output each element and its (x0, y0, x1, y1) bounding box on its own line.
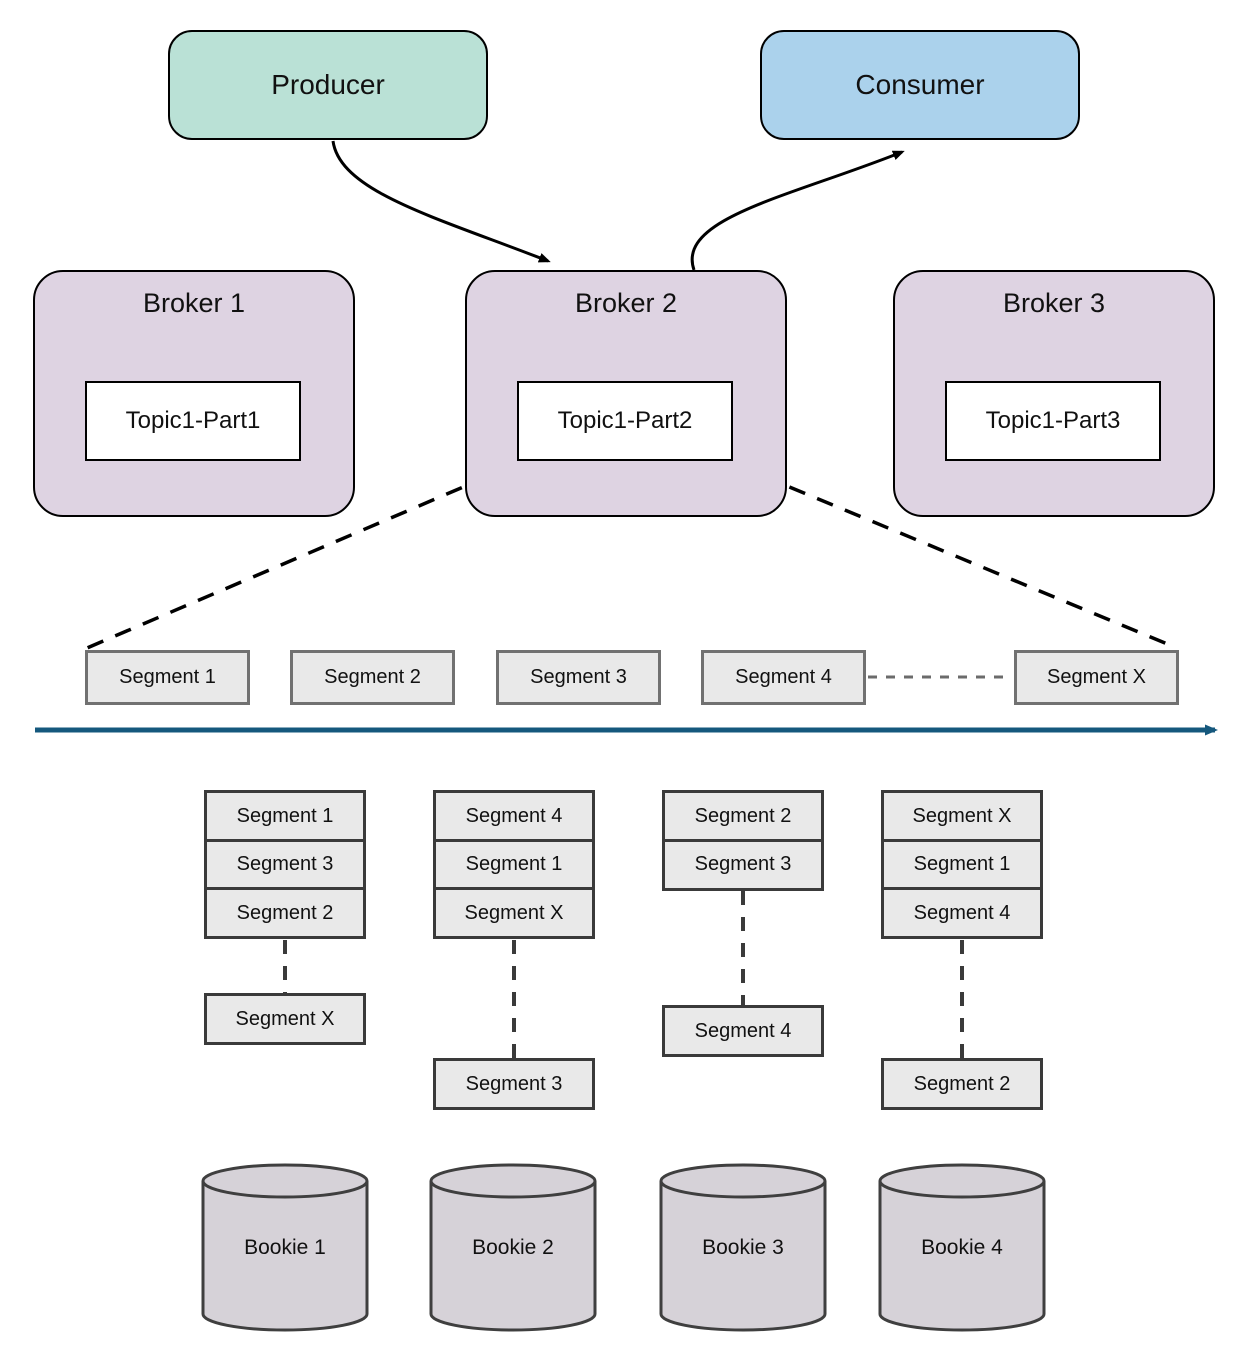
bookie2-trailing-segment: Segment 3 (433, 1058, 595, 1110)
bookie2-stack-segment: Segment 4 (433, 790, 595, 842)
bookie4-cylinder-icon (878, 1163, 1046, 1332)
broker3-title: Broker 3 (1002, 288, 1106, 318)
timeline-segment-x: Segment X (1014, 650, 1179, 705)
bookie1-stack-segment: Segment 2 (204, 887, 366, 939)
producer-label: Producer (271, 69, 385, 100)
bookie4-stack-segment: Segment 4 (881, 887, 1043, 939)
timeline-segment-2: Segment 2 (290, 650, 455, 705)
bookie3-segment-stack: Segment 2 Segment 3 (662, 790, 824, 891)
bookie1-segment-stack: Segment 1 Segment 3 Segment 2 (204, 790, 366, 939)
bookie2-stack-segment: Segment X (433, 887, 595, 939)
bookie4-stack-segment: Segment X (881, 790, 1043, 842)
timeline-segment-1: Segment 1 (85, 650, 250, 705)
bookie3-cylinder-icon (659, 1163, 827, 1332)
bookie4-segment-stack: Segment X Segment 1 Segment 4 (881, 790, 1043, 939)
broker2-node: Broker 2 Topic1-Part2 (465, 270, 787, 517)
timeline-segment-4: Segment 4 (701, 650, 866, 705)
bookie3-stack-segment: Segment 2 (662, 790, 824, 842)
bookie3-trailing-segment: Segment 4 (662, 1005, 824, 1057)
bookie1-label: Bookie 1 (244, 1236, 326, 1259)
bookie1-stack-segment: Segment 1 (204, 790, 366, 842)
bookie3-label: Bookie 3 (702, 1236, 784, 1259)
broker1-title: Broker 1 (142, 288, 246, 318)
consumer-label: Consumer (855, 69, 985, 100)
bookie2-cylinder-icon (429, 1163, 597, 1332)
bookie2-stack-segment: Segment 1 (433, 838, 595, 891)
broker1-node: Broker 1 Topic1-Part1 (33, 270, 355, 517)
broker3-topic-partition: Topic1-Part3 (945, 381, 1161, 461)
broker1-topic-partition: Topic1-Part1 (85, 381, 301, 461)
producer-node: Producer (168, 30, 488, 140)
bookie1-cylinder-icon (201, 1163, 369, 1332)
broker2-to-consumer-arrow-icon (690, 150, 905, 271)
broker3-node: Broker 3 Topic1-Part3 (893, 270, 1215, 517)
bookie1-stack-segment: Segment 3 (204, 838, 366, 891)
bookie2-label: Bookie 2 (472, 1236, 554, 1259)
consumer-node: Consumer (760, 30, 1080, 140)
bookie4-trailing-segment: Segment 2 (881, 1058, 1043, 1110)
bookie4-stack-segment: Segment 1 (881, 838, 1043, 891)
timeline-segment-3: Segment 3 (496, 650, 661, 705)
topic-expand-right-dash (733, 462, 1178, 650)
bookie1-trailing-segment: Segment X (204, 993, 366, 1045)
broker2-title: Broker 2 (574, 288, 678, 318)
bookie3-stack-segment: Segment 3 (662, 838, 824, 891)
bookie4-label: Bookie 4 (921, 1236, 1003, 1259)
producer-to-broker2-arrow-icon (331, 140, 551, 263)
broker2-topic-partition: Topic1-Part2 (517, 381, 733, 461)
bookie2-segment-stack: Segment 4 Segment 1 Segment X (433, 790, 595, 939)
